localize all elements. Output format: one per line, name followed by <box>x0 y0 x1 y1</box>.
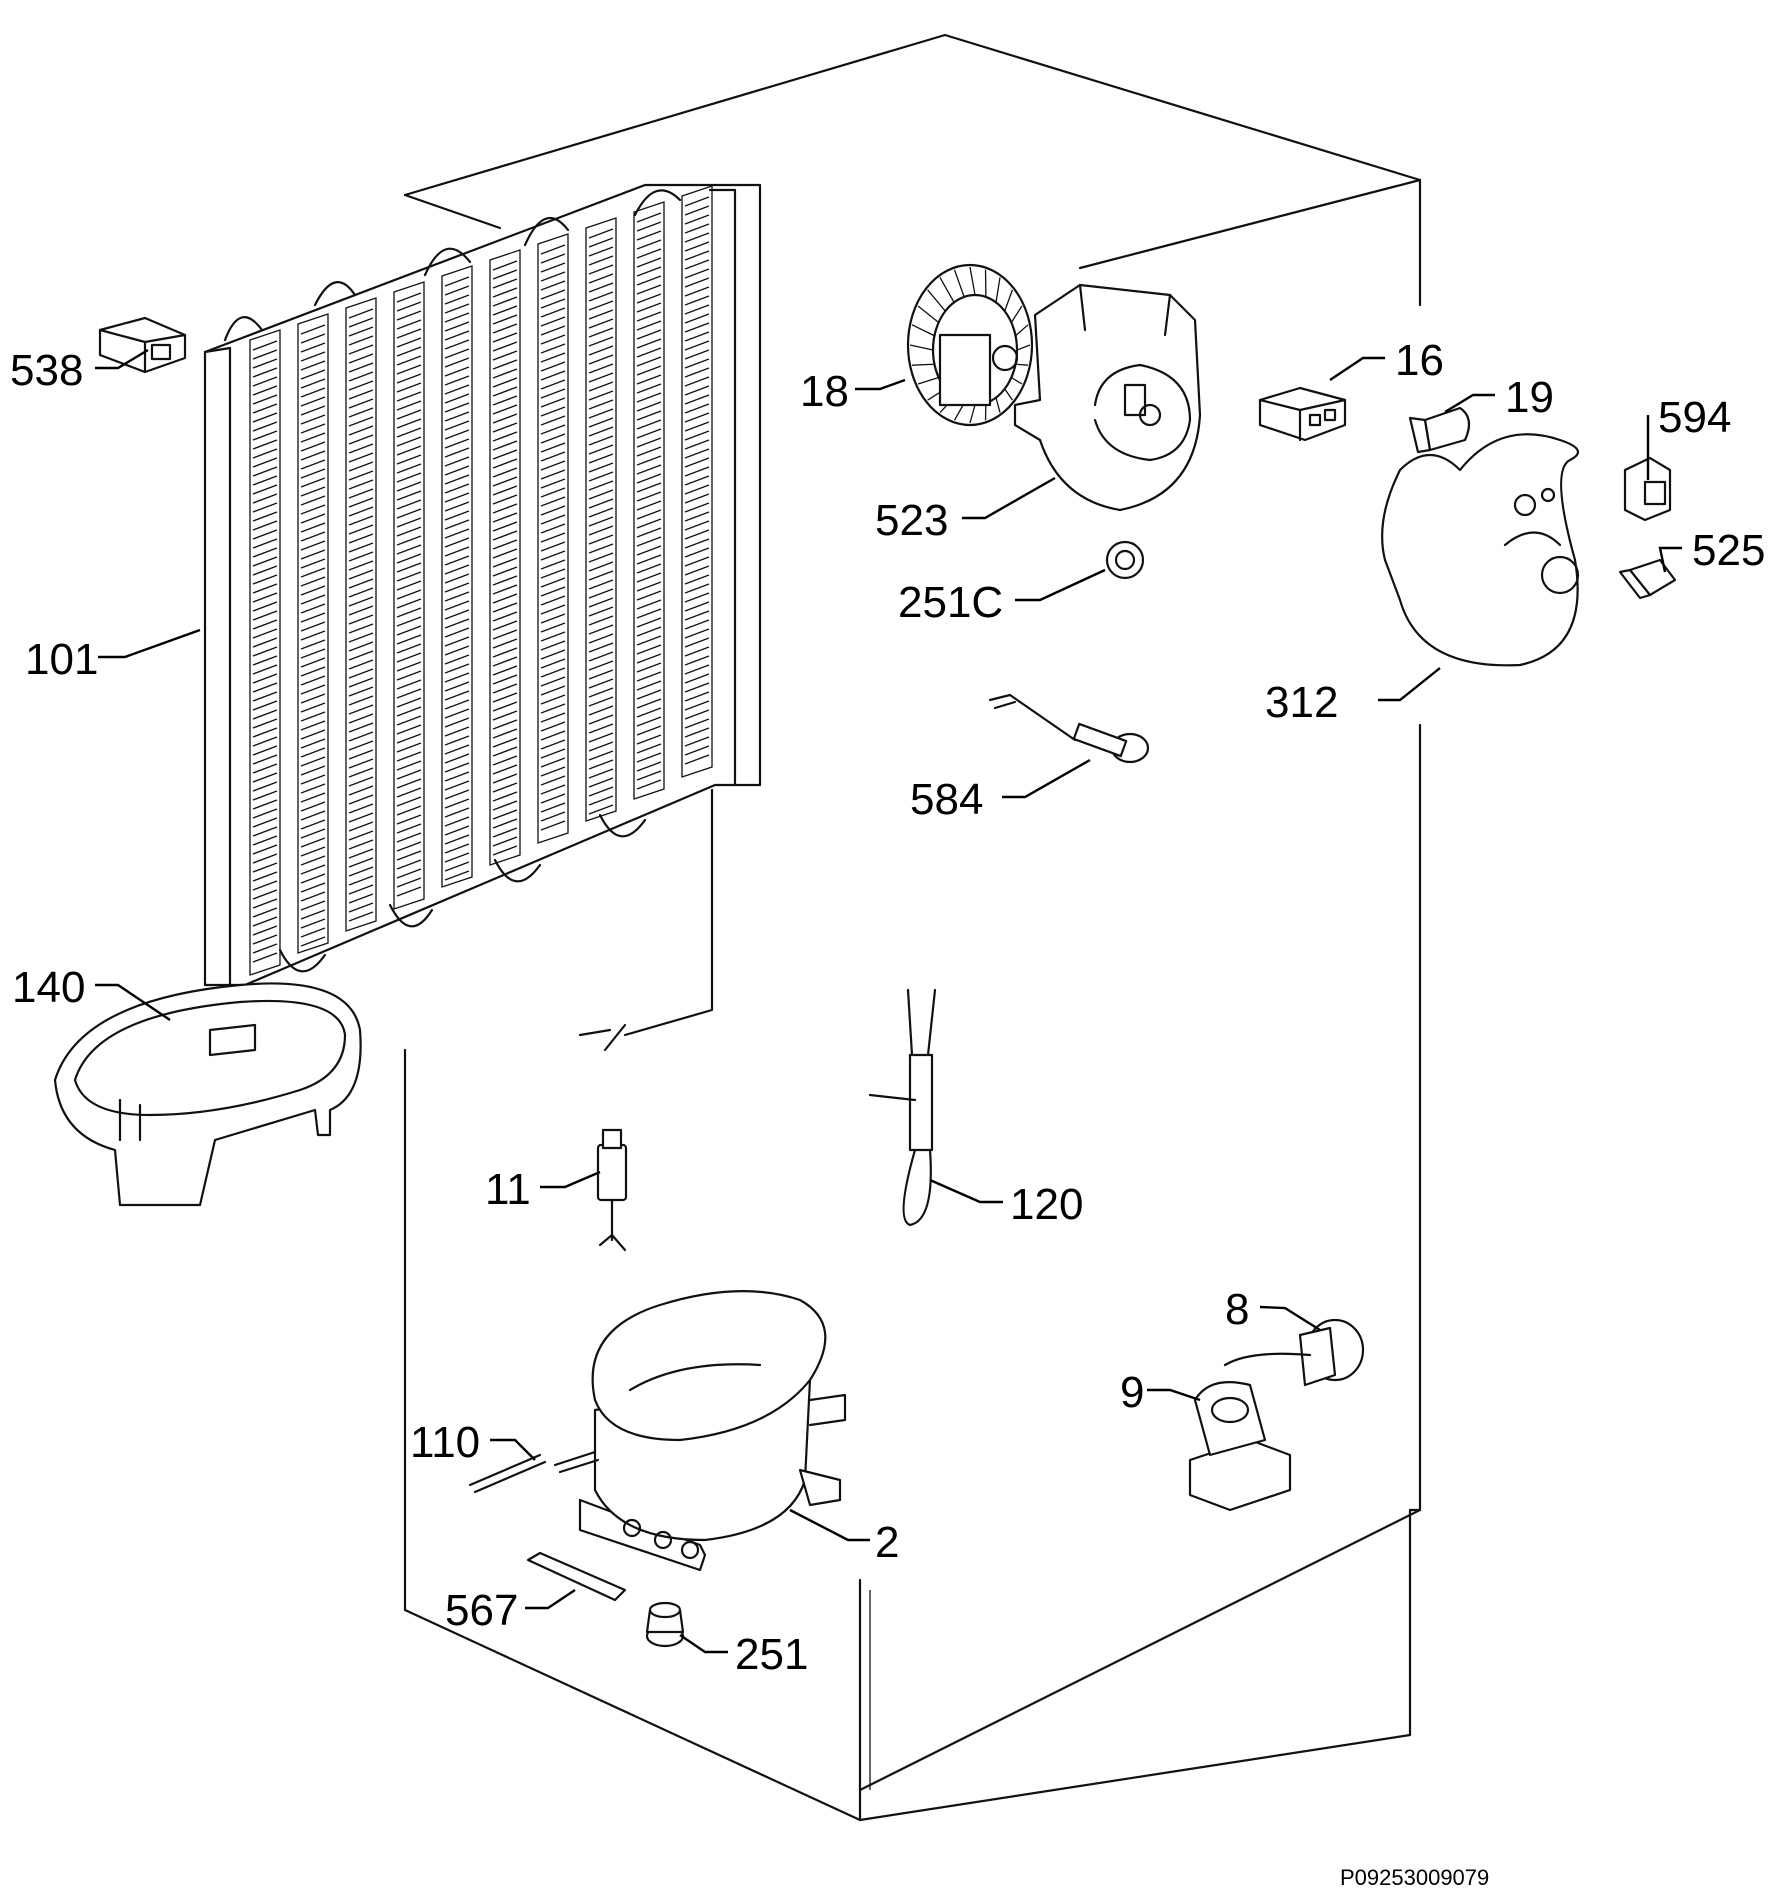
callout-312: 312 <box>1265 678 1338 727</box>
callout-584: 584 <box>910 775 983 824</box>
drawing-code: P09253009079 <box>1340 1865 1489 1890</box>
cabinet-body <box>403 33 1422 1822</box>
lamp-19 <box>1408 406 1471 454</box>
condenser-101 <box>203 183 762 1052</box>
callout-19: 19 <box>1505 373 1554 422</box>
switch-594 <box>1623 456 1672 522</box>
grommet-251 <box>645 1601 685 1648</box>
drip-tray-140 <box>53 982 362 1207</box>
callout-2: 2 <box>875 1518 899 1567</box>
drier-11 <box>596 1128 628 1252</box>
callout-18: 18 <box>800 367 849 416</box>
callout-110: 110 <box>410 1418 480 1467</box>
lampholder-8 <box>1223 1318 1365 1387</box>
callout-120: 120 <box>1010 1180 1083 1229</box>
callout-538: 538 <box>10 346 83 395</box>
lampholder-525 <box>1618 558 1677 600</box>
plate-567 <box>526 1551 627 1602</box>
gear-251c <box>1105 540 1145 580</box>
switch-16 <box>1258 386 1347 442</box>
callout-594: 594 <box>1658 393 1731 442</box>
callout-leaders <box>95 348 1682 1654</box>
sensor-584 <box>988 693 1150 764</box>
callout-523: 523 <box>875 496 948 545</box>
callout-11: 11 <box>485 1165 531 1214</box>
tubes-110 <box>468 1450 600 1494</box>
callout-251: 251 <box>735 1630 808 1679</box>
callout-8: 8 <box>1225 1285 1249 1334</box>
callout-101: 101 <box>25 635 98 684</box>
callout-16: 16 <box>1395 336 1444 385</box>
fan-housing-523 <box>1013 283 1202 512</box>
callout-labels: 538 101 140 18 523 251C 16 19 594 525 31… <box>10 336 1765 1679</box>
callout-567: 567 <box>445 1586 518 1635</box>
clip-538 <box>98 316 187 374</box>
compressor-2 <box>578 1290 847 1572</box>
callout-140: 140 <box>12 963 85 1012</box>
thermostat-120 <box>868 988 937 1227</box>
callout-525: 525 <box>1692 526 1765 575</box>
holder-9 <box>1188 1381 1292 1512</box>
callout-251c: 251C <box>898 578 1003 627</box>
fan-motor-18 <box>906 263 1034 427</box>
callout-9: 9 <box>1120 1368 1144 1417</box>
lamp-cover-312 <box>1381 433 1580 667</box>
